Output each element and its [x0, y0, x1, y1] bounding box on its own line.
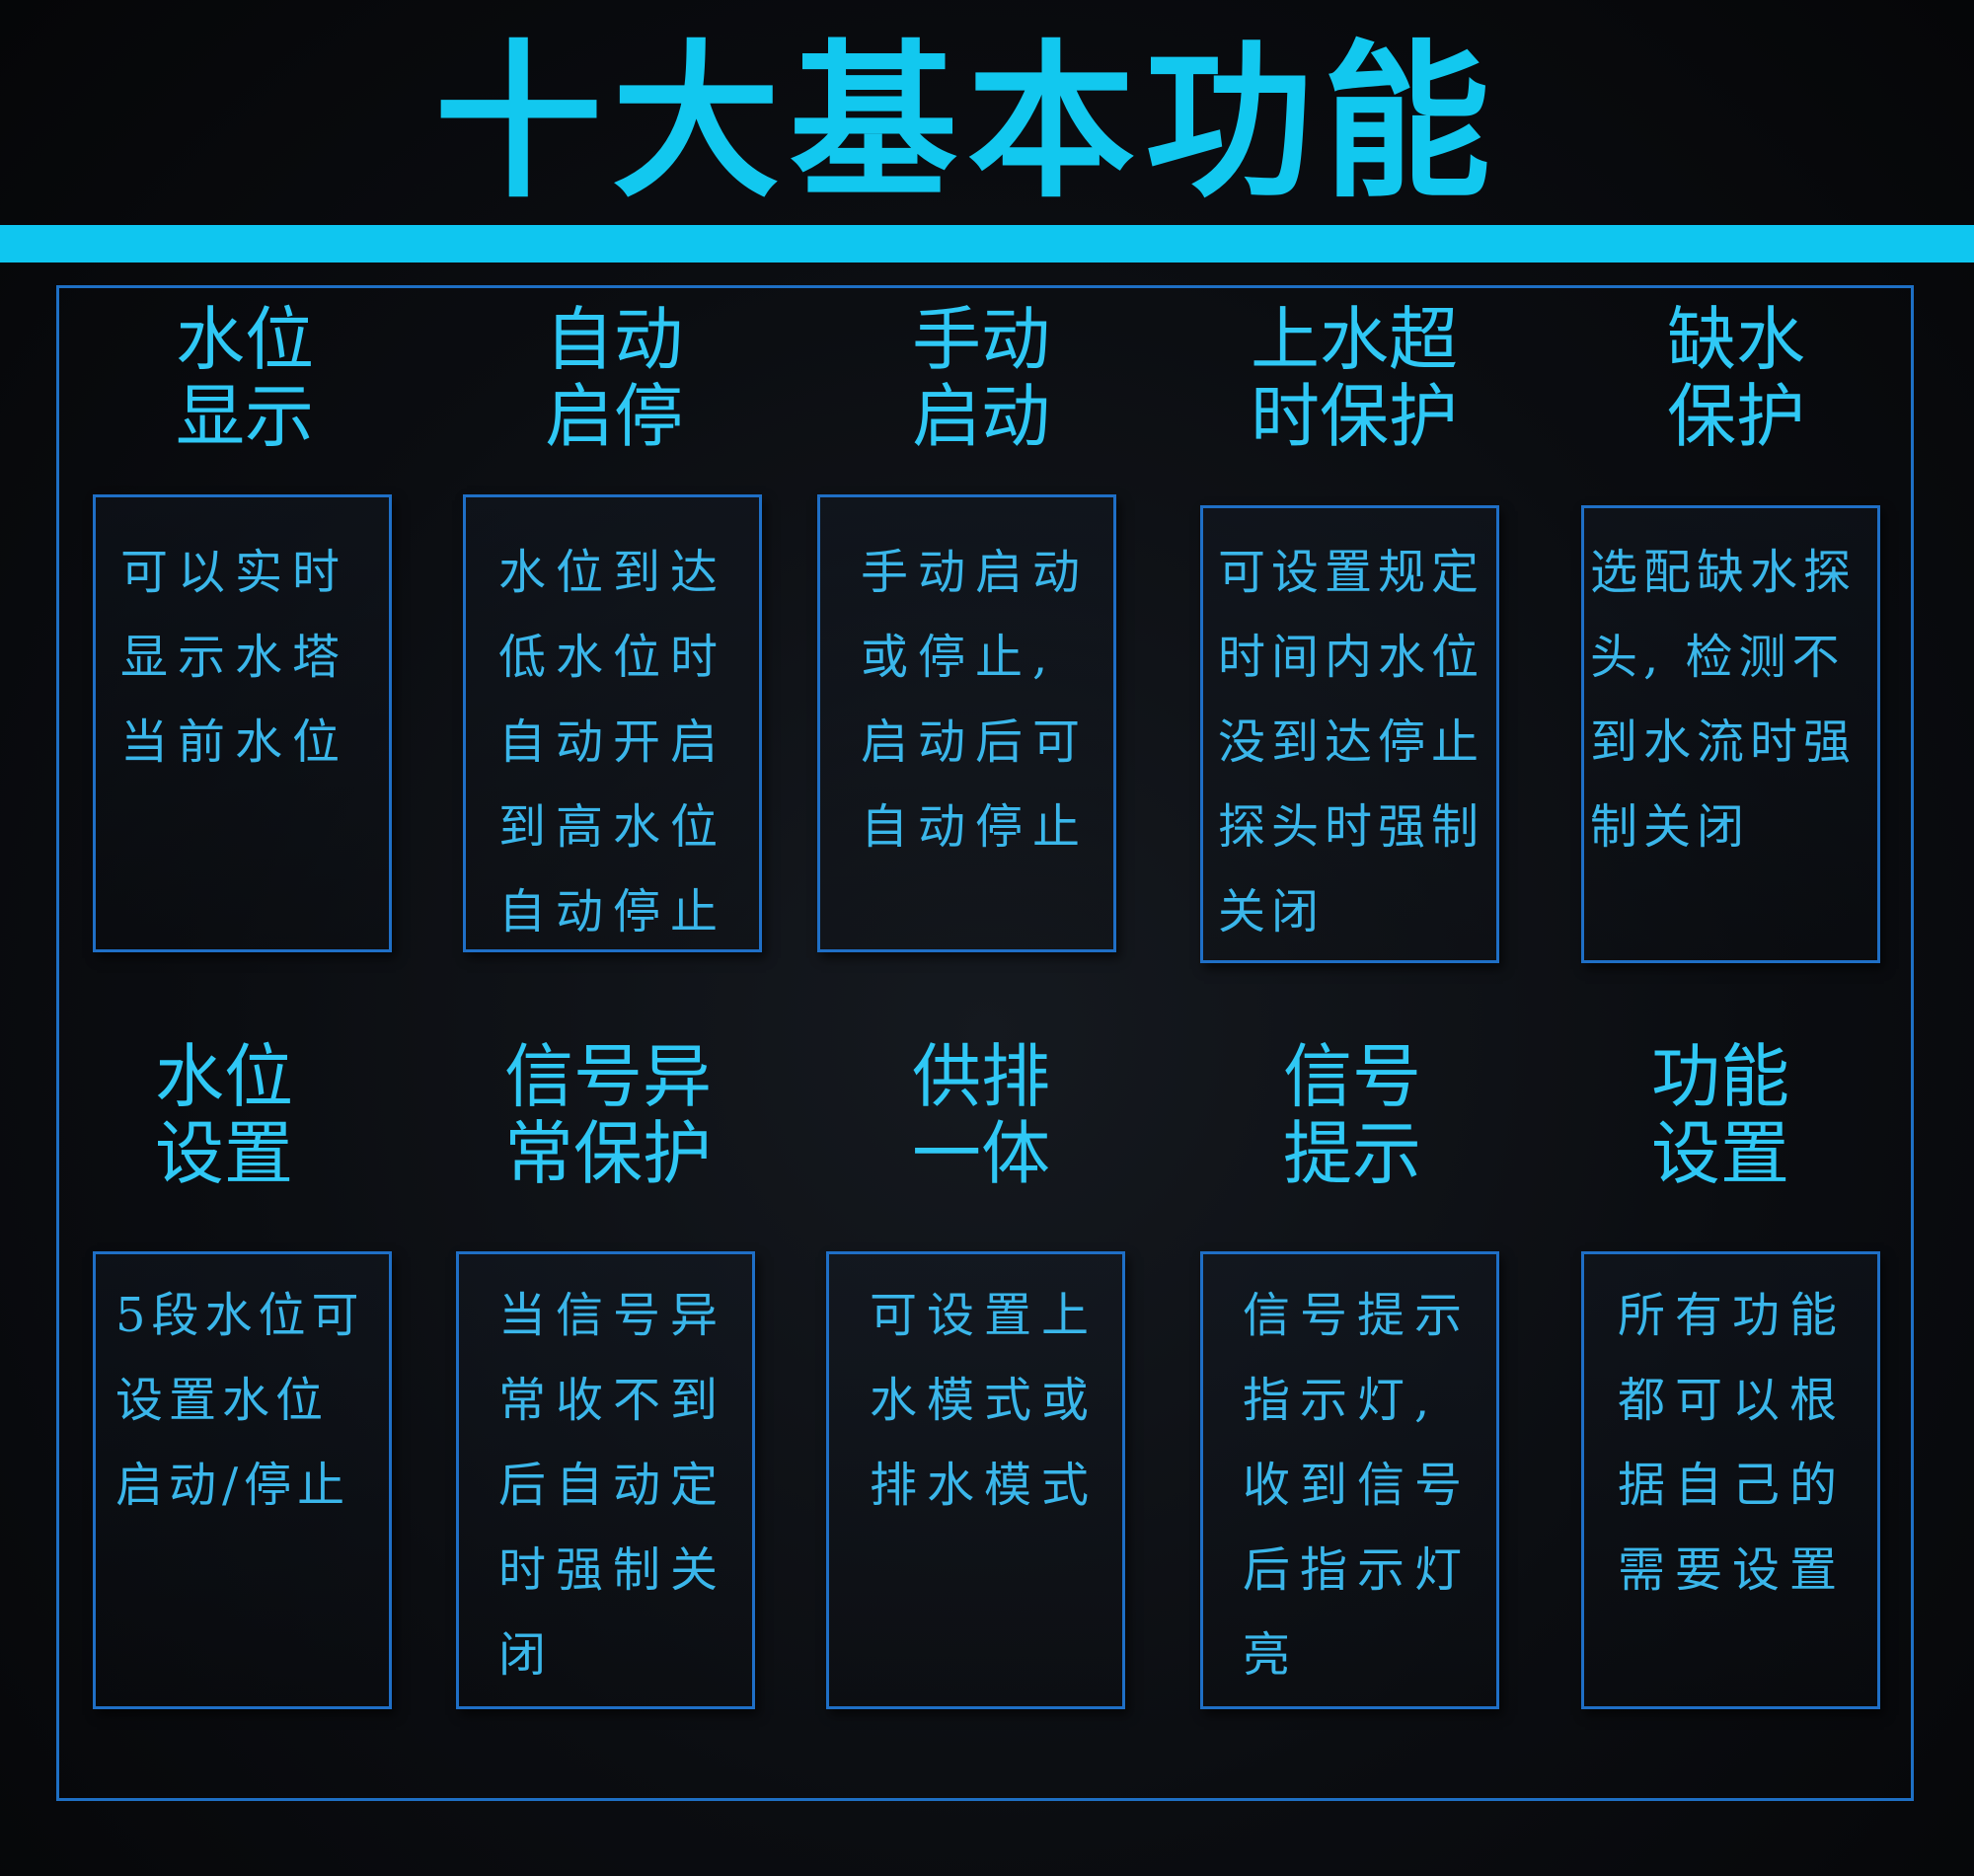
feature-card-water-level-display	[93, 494, 392, 952]
feature-heading-water-level-display: 水位 显示	[87, 301, 403, 455]
heading-line: 信号	[1283, 1036, 1421, 1117]
heading-line: 手动	[912, 299, 1050, 380]
heading-line: 时保护	[1251, 376, 1458, 457]
feature-heading-manual-start: 手动 启动	[823, 301, 1139, 455]
heading-line: 水位	[155, 1036, 293, 1117]
heading-line: 显示	[176, 376, 314, 457]
feature-heading-signal-anomaly-protection: 信号异 常保护	[450, 1038, 766, 1192]
heading-line: 设置	[155, 1113, 293, 1194]
feature-text-filling-timeout-protection: 可设置规定 时间内水位 没到达停止 探头时强制 关闭	[1218, 545, 1485, 939]
heading-line: 常保护	[504, 1113, 712, 1194]
feature-text-water-level-display: 可以实时 显示水塔 当前水位	[120, 545, 350, 770]
heading-line: 设置	[1651, 1113, 1789, 1194]
feature-text-dry-run-protection: 选配缺水探 头, 检测不 到水流时强 制关闭	[1590, 545, 1858, 855]
feature-heading-signal-indicator: 信号 提示	[1194, 1038, 1510, 1192]
feature-card-manual-start	[817, 494, 1116, 952]
heading-line: 功能	[1651, 1036, 1789, 1117]
feature-text-water-level-setting: 5段水位可 设置水位 启动/停止	[115, 1288, 365, 1513]
feature-heading-auto-start-stop: 自动 启停	[456, 301, 772, 455]
heading-line: 水位	[176, 299, 314, 380]
feature-text-supply-drain-integrated: 可设置上 水模式或 排水模式	[870, 1288, 1100, 1513]
feature-heading-dry-run-protection: 缺水 保护	[1578, 301, 1894, 455]
feature-heading-function-setting: 功能 设置	[1562, 1038, 1878, 1192]
heading-line: 自动	[545, 299, 683, 380]
feature-text-signal-indicator: 信号提示 指示灯, 收到信号 后指示灯 亮	[1243, 1288, 1473, 1683]
features-frame	[56, 285, 1914, 1801]
feature-card-function-setting	[1581, 1251, 1880, 1709]
heading-line: 启停	[545, 376, 683, 457]
feature-card-dry-run-protection	[1581, 505, 1880, 963]
feature-heading-water-level-setting: 水位 设置	[66, 1038, 382, 1192]
feature-card-supply-drain-integrated	[826, 1251, 1125, 1709]
feature-card-filling-timeout-protection	[1200, 505, 1499, 963]
heading-line: 信号异	[504, 1036, 712, 1117]
title-underline-bar	[0, 225, 1974, 263]
feature-card-water-level-setting	[93, 1251, 392, 1709]
heading-line: 上水超	[1251, 299, 1458, 380]
feature-card-auto-start-stop	[463, 494, 762, 952]
feature-heading-supply-drain-integrated: 供排 一体	[823, 1038, 1139, 1192]
heading-line: 提示	[1283, 1113, 1421, 1194]
feature-card-signal-indicator	[1200, 1251, 1499, 1709]
feature-text-signal-anomaly-protection: 当信号异 常收不到 后自动定 时强制关 闭	[498, 1288, 728, 1683]
feature-card-signal-anomaly-protection	[456, 1251, 755, 1709]
feature-heading-filling-timeout-protection: 上水超 时保护	[1196, 301, 1512, 455]
heading-line: 缺水	[1667, 299, 1805, 380]
page-title: 十大基本功能	[433, 26, 1500, 221]
heading-line: 启动	[912, 376, 1050, 457]
feature-text-manual-start: 手动启动 或停止, 启动后可 自动停止	[861, 545, 1091, 855]
feature-text-function-setting: 所有功能 都可以根 据自己的 需要设置	[1618, 1288, 1848, 1598]
feature-text-auto-start-stop: 水位到达 低水位时 自动开启 到高水位 自动停止	[498, 545, 728, 939]
heading-line: 一体	[912, 1113, 1050, 1194]
heading-line: 供排	[912, 1036, 1050, 1117]
heading-line: 保护	[1667, 376, 1805, 457]
